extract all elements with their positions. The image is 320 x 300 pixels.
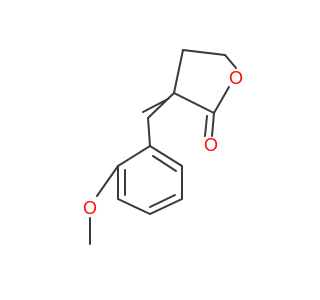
bond-ring-c4-c5 (182, 49, 226, 56)
bond-ring-c2-c3 (173, 92, 215, 114)
carbonyl-oxygen-label: O (204, 135, 218, 155)
bond-exocyclic-double-inner (142, 98, 169, 113)
bond-benzene-c1-c2 (149, 145, 183, 167)
bond-methine-aryl (147, 117, 151, 147)
bond-carbonyl-inner (204, 115, 208, 137)
bond-ring-c5-o1 (224, 54, 237, 69)
molecule-structure-diagram: O O O (83, 49, 243, 245)
bond-exocyclic-double-outer (147, 92, 175, 119)
bond-benzene-inner-1 (152, 155, 177, 172)
bond-ring-c3-c4 (173, 49, 184, 94)
bond-carbonyl-outer (211, 112, 215, 137)
ring-oxygen-label: O (229, 68, 243, 88)
bond-benzene-inner-2 (149, 194, 176, 208)
bond-ring-o1-c2 (213, 86, 230, 114)
methoxy-oxygen-label: O (83, 198, 97, 218)
bond-benzene-c6-c1 (117, 145, 151, 167)
bond-benzene-c4-c5 (117, 198, 151, 215)
bond-aryl-methoxy-oxygen (96, 165, 119, 197)
bond-benzene-c3-c4 (149, 198, 183, 215)
